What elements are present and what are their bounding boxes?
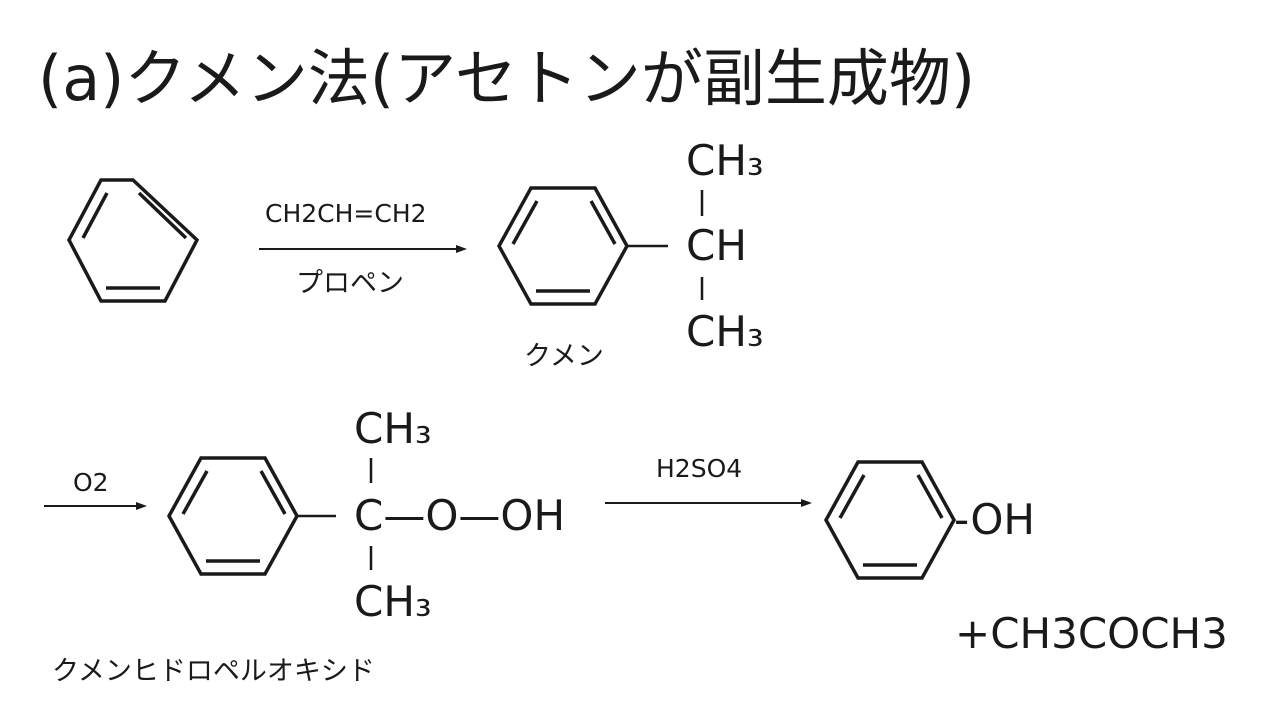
benzene-outline	[67, 178, 200, 303]
cumene-name: クメン	[524, 341, 604, 372]
propene-formula: CH2CH=CH2	[265, 199, 427, 228]
sulfuric-acid-reagent: H2SO4	[656, 454, 742, 483]
hydroperoxide-ch3-top: CH₃	[354, 404, 432, 453]
phenol-ring-outline	[824, 460, 956, 580]
cumene-double-bond	[511, 200, 539, 245]
phenol-oh-group: -OH	[954, 495, 1035, 544]
benzene-double-bond	[137, 191, 188, 240]
hydroperoxide-ch3-bottom: CH₃	[354, 577, 432, 626]
phenol-double-bond	[916, 474, 944, 519]
hydroperoxide-double-bond	[181, 470, 209, 515]
propene-name: プロペン	[296, 268, 404, 299]
reaction-arrow-3-head	[801, 499, 812, 507]
cumene-double-bond	[589, 200, 617, 245]
benzene-ring	[67, 178, 200, 303]
cumene-ring-outline	[497, 186, 629, 306]
cumene-ring	[497, 186, 629, 306]
phenol-ring	[824, 460, 956, 580]
oxygen-reagent: O2	[73, 468, 109, 497]
hydroperoxide-chain: C—O—OH	[354, 491, 565, 540]
phenol-double-bond	[838, 474, 866, 519]
hydroperoxide-double-bond	[259, 470, 287, 515]
hydroperoxide-name: クメンヒドロペルオキシド	[52, 656, 375, 687]
hydroperoxide-ring-outline	[167, 456, 299, 576]
reaction-arrow-1-head	[456, 245, 467, 253]
hydroperoxide-ring	[167, 456, 299, 576]
cumene-ch3-top: CH₃	[686, 136, 764, 185]
benzene-double-bond	[81, 192, 109, 239]
cumene-ch3-bottom: CH₃	[686, 307, 764, 356]
acetone-byproduct: +CH3COCH3	[955, 609, 1228, 658]
cumene-ch: CH	[686, 221, 747, 270]
page-title: (a)クメン法(アセトンが副生成物)	[38, 42, 975, 115]
reaction-arrow-2-head	[136, 502, 147, 510]
